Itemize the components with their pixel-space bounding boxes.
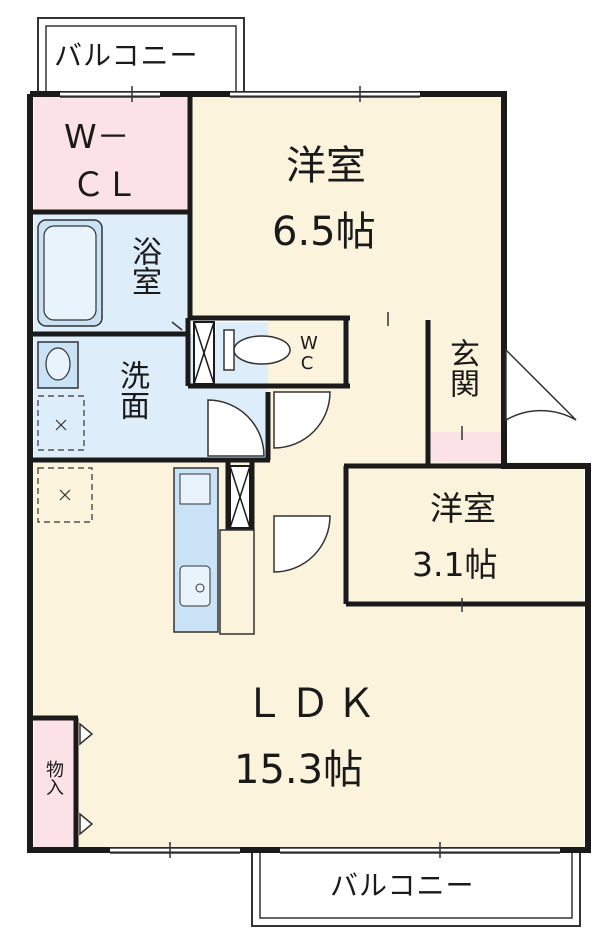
storage-room <box>34 718 78 848</box>
western-room-1 <box>188 96 502 318</box>
ldk-name: ＬＤＫ <box>244 681 382 727</box>
western-room-1-size: 6.5帖 <box>272 209 376 255</box>
wcl-room <box>34 96 188 212</box>
ldk-size: 15.3帖 <box>234 747 364 793</box>
wash-label: 洗面 <box>114 360 149 420</box>
entrance-label: 玄関 <box>444 338 479 398</box>
balcony-top-label: バルコニー <box>54 39 199 72</box>
bath-label: 浴室 <box>126 236 161 296</box>
storage-label: 物入 <box>43 760 64 796</box>
toilet <box>223 329 291 371</box>
balcony-bottom <box>251 849 581 927</box>
entrance-room <box>430 318 502 432</box>
balcony-bottom-label: バルコニー <box>330 869 475 902</box>
wcl-label-line2: ＣＬ <box>72 165 138 204</box>
washer-space <box>37 395 93 523</box>
western-room-2-size: 3.1帖 <box>412 545 498 584</box>
balcony-top <box>37 17 245 95</box>
western-room-2 <box>348 468 584 604</box>
western-room-1-name: 洋室 <box>286 143 366 189</box>
entrance-step <box>426 432 502 466</box>
western-room-2-name: 洋室 <box>430 489 496 528</box>
wc-label: WC <box>300 333 318 374</box>
wcl-label-line1: W－ <box>64 117 130 156</box>
